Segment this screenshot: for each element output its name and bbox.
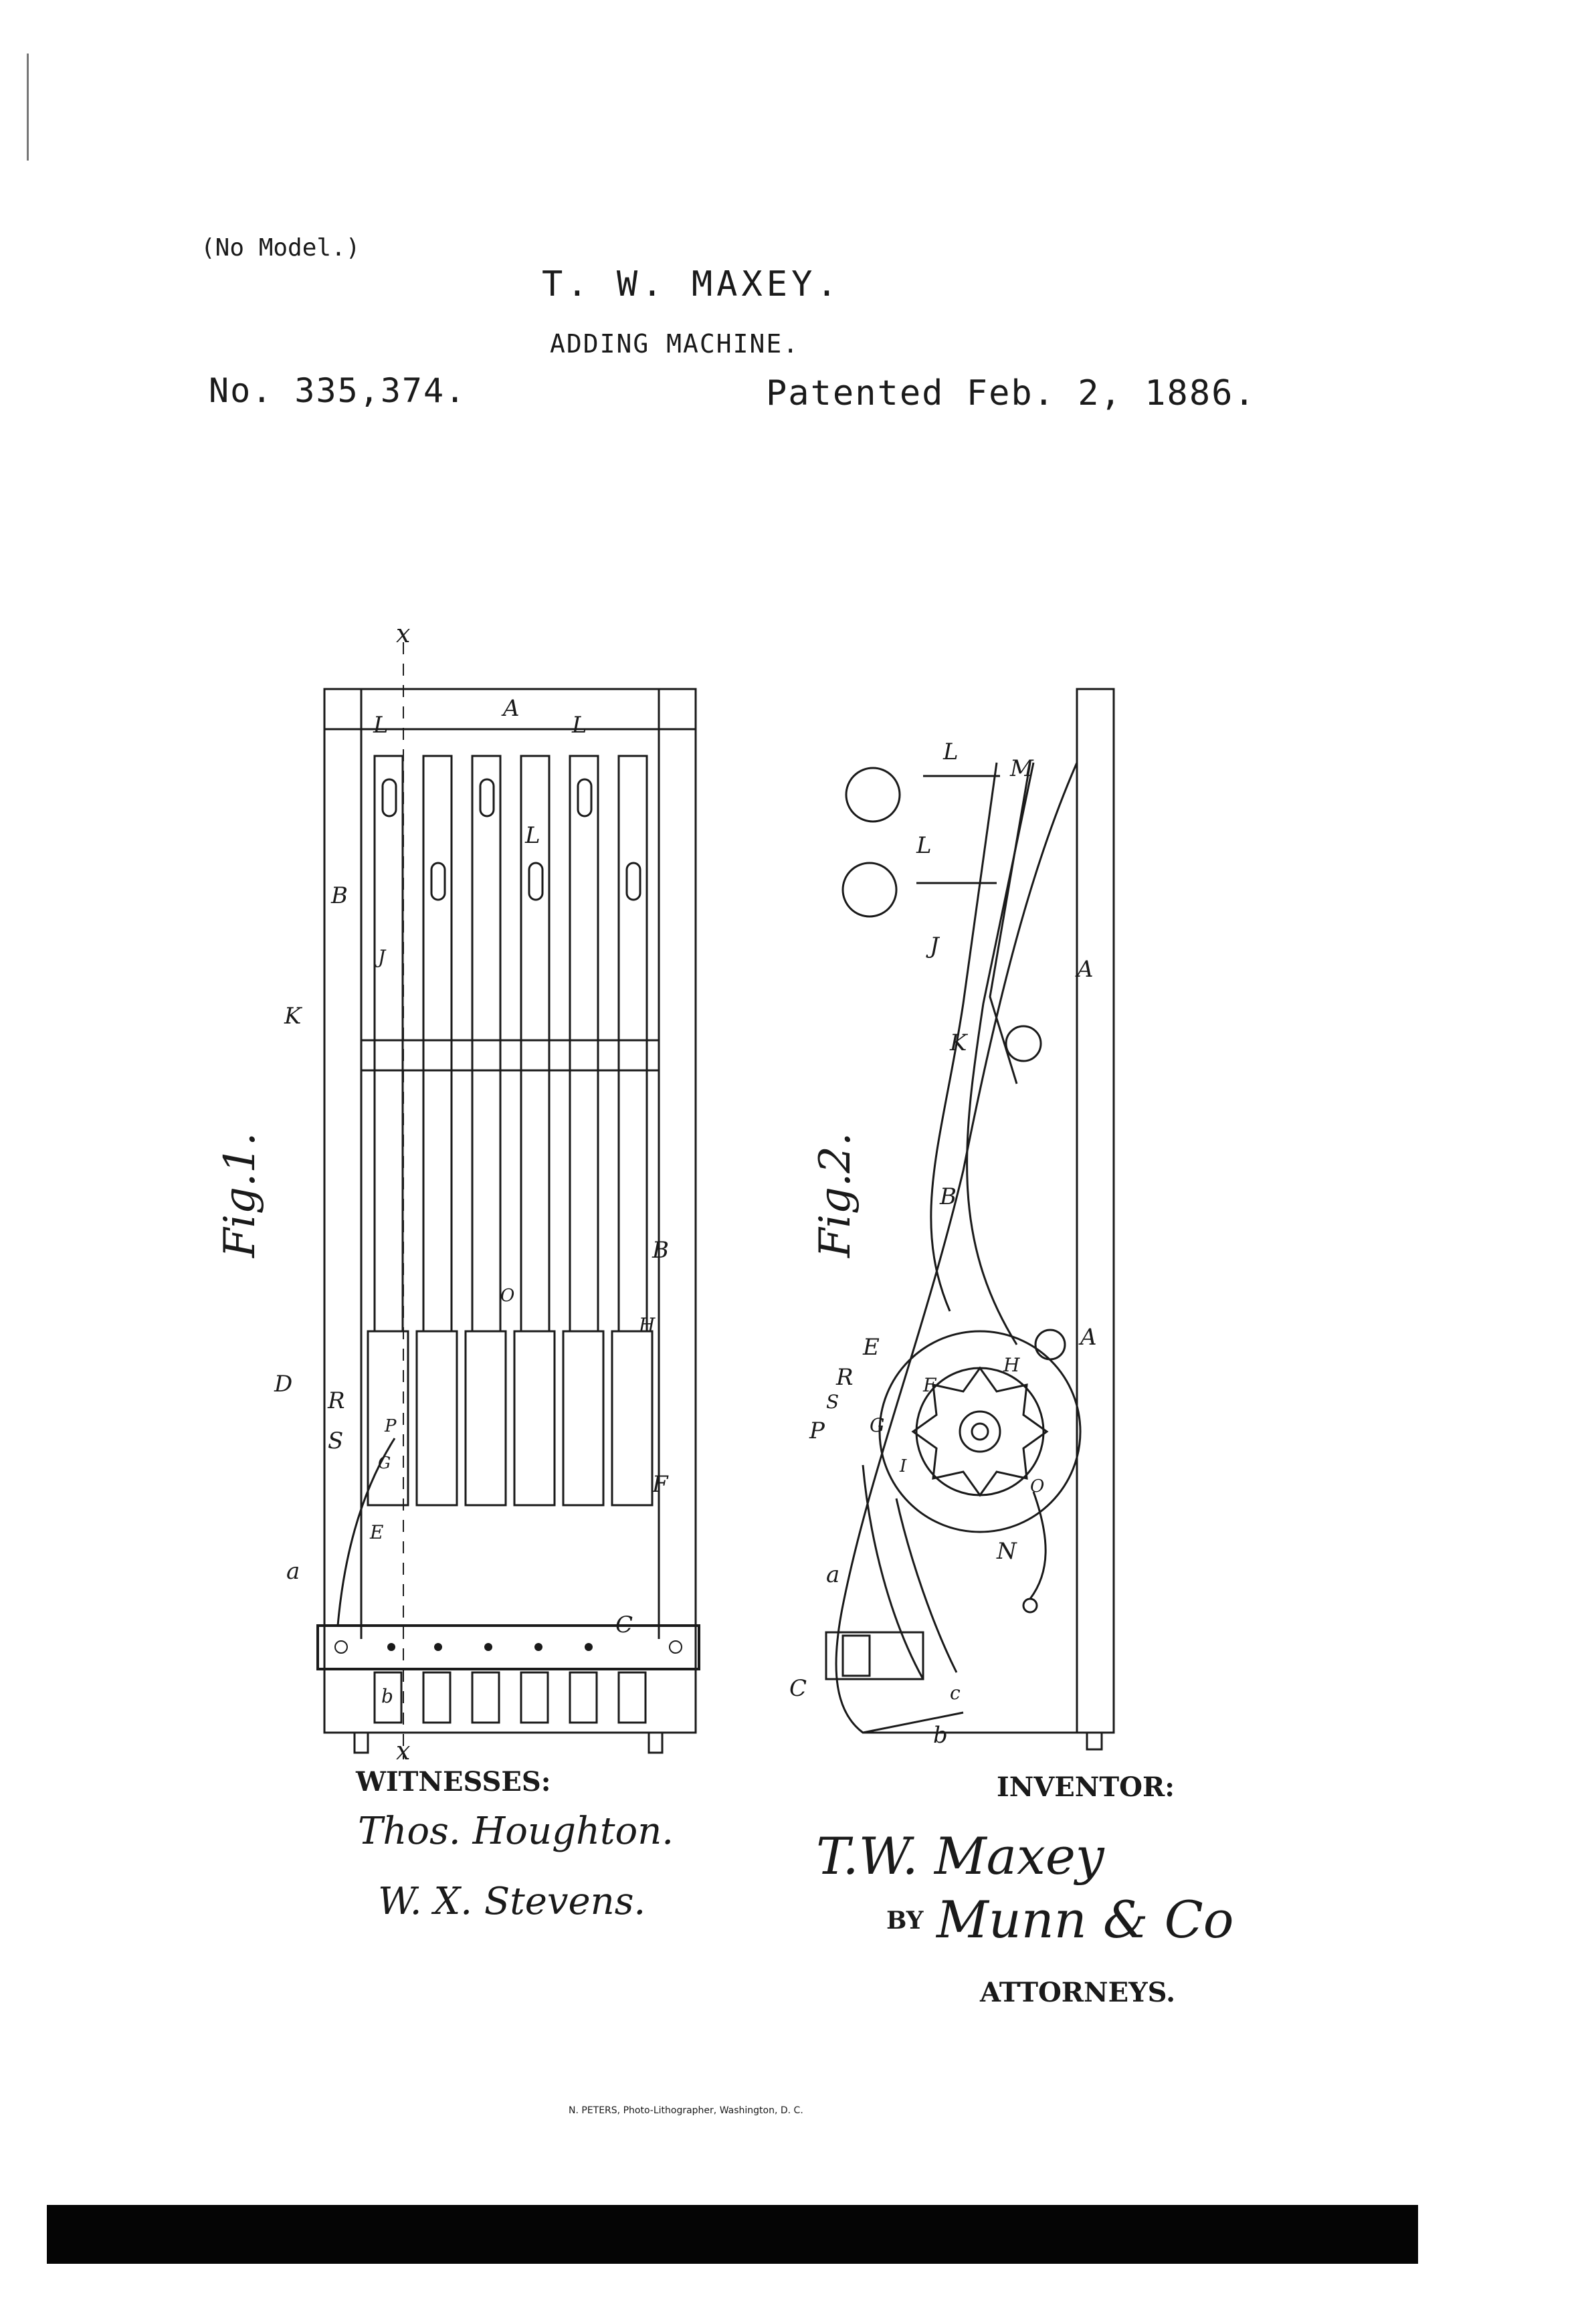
patent-number: No. 335,374. xyxy=(209,371,467,410)
by-label: BY xyxy=(886,1907,924,1935)
fig2-letter-S: S xyxy=(826,1391,839,1413)
fig2-letter-G: G xyxy=(870,1414,884,1436)
fig1-letter-C: C xyxy=(615,1612,633,1638)
scan-margin-line xyxy=(27,54,29,161)
fig1-letter-H: H xyxy=(638,1314,656,1336)
witnesses-label: WITNESSES: xyxy=(356,1766,551,1798)
key-bar-5 xyxy=(562,755,605,1724)
fig1-letter-F: F xyxy=(652,1471,669,1498)
fig2-letter-E: E xyxy=(862,1334,880,1361)
patent-date: Patented Feb. 2, 1886. xyxy=(766,373,1256,413)
fig1-letter-x-bottom: x xyxy=(396,1736,410,1765)
fig1-letter-K: K xyxy=(284,1003,303,1030)
fig2-letter-H: H xyxy=(1003,1354,1020,1376)
fig2-letter-M: M xyxy=(1009,755,1034,782)
key-bar-2 xyxy=(415,755,458,1724)
inventor-signature: T.W. Maxey xyxy=(816,1826,1104,1886)
fig1-letter-P: P xyxy=(384,1416,397,1436)
fig2-letter-B: B xyxy=(939,1183,957,1210)
fig1-letter-E: E xyxy=(369,1521,383,1543)
fig1-letter-a: a xyxy=(286,1558,300,1585)
key-bar-6 xyxy=(611,755,654,1724)
fig1-letter-J: J xyxy=(375,946,387,968)
key-bar-3 xyxy=(464,755,507,1724)
invention-title: ADDING MACHINE. xyxy=(550,329,800,359)
witness-signature-2: W. X. Stevens. xyxy=(378,1880,646,1923)
fig2-letter-O: O xyxy=(1030,1476,1044,1496)
fig1-letter-L2: L xyxy=(571,712,587,739)
figure-1-bolts xyxy=(334,1640,682,1654)
fig1-letter-O: O xyxy=(500,1286,514,1306)
fig2-letter-F: F xyxy=(922,1374,937,1396)
fig2-letter-c: c xyxy=(950,1682,961,1704)
fig1-letter-S: S xyxy=(328,1428,343,1454)
fig2-letter-L1: L xyxy=(942,739,959,765)
fig2-letter-K: K xyxy=(949,1030,969,1056)
fig2-letter-A1: A xyxy=(1075,956,1094,983)
printer-credit: N. PETERS, Photo-Lithographer, Washingto… xyxy=(569,2105,803,2116)
model-note: (No Model.) xyxy=(201,234,361,262)
scan-bottom-bar xyxy=(47,2205,1418,2264)
fig1-letter-A: A xyxy=(501,695,520,722)
key-bar-1 xyxy=(367,755,409,1724)
fig1-letter-L1: L xyxy=(373,712,389,739)
figure-2-side-view xyxy=(825,688,1115,1751)
fig2-letter-P: P xyxy=(809,1418,825,1444)
fig2-letter-A2: A xyxy=(1078,1324,1097,1351)
fig1-letter-L3: L xyxy=(524,822,540,849)
fig1-letter-B: B xyxy=(330,882,348,909)
fig2-letter-N: N xyxy=(996,1538,1017,1565)
attorney-signature: Munn & Co xyxy=(936,1890,1234,1949)
figure-2-letters: L M L J A K B A E R S P H F G I O N a C … xyxy=(789,739,1097,1749)
fig2-letter-I: I xyxy=(899,1456,907,1476)
fig2-label: Fig.2. xyxy=(811,1133,860,1258)
figure-1-keys xyxy=(367,755,654,1724)
fig1-letter-B2: B xyxy=(652,1237,669,1264)
inventor-label: INVENTOR: xyxy=(997,1771,1175,1803)
fig2-letter-R: R xyxy=(835,1364,854,1391)
attorneys-label: ATTORNEYS. xyxy=(980,1977,1176,2008)
key-bar-4 xyxy=(513,755,556,1724)
fig2-letter-b: b xyxy=(933,1722,948,1749)
fig1-label: Fig.1. xyxy=(215,1133,265,1258)
figure-1-letters: x A L L L B J K O H B D R S P G F E a C … xyxy=(274,619,669,1765)
fig2-letter-J: J xyxy=(926,933,940,959)
fig2-letter-a: a xyxy=(826,1561,839,1588)
fig2-letter-L2: L xyxy=(916,832,932,859)
fig1-letter-R: R xyxy=(327,1387,345,1414)
inventor-name: T. W. MAXEY. xyxy=(542,264,841,304)
fig1-letter-G: G xyxy=(378,1454,391,1472)
fig1-letter-D: D xyxy=(274,1371,292,1397)
fig2-letter-C: C xyxy=(789,1675,807,1702)
witness-signature-1: Thos. Houghton. xyxy=(358,1810,674,1853)
fig1-letter-b: b xyxy=(381,1685,393,1707)
fig1-letter-x-top: x xyxy=(396,619,410,648)
